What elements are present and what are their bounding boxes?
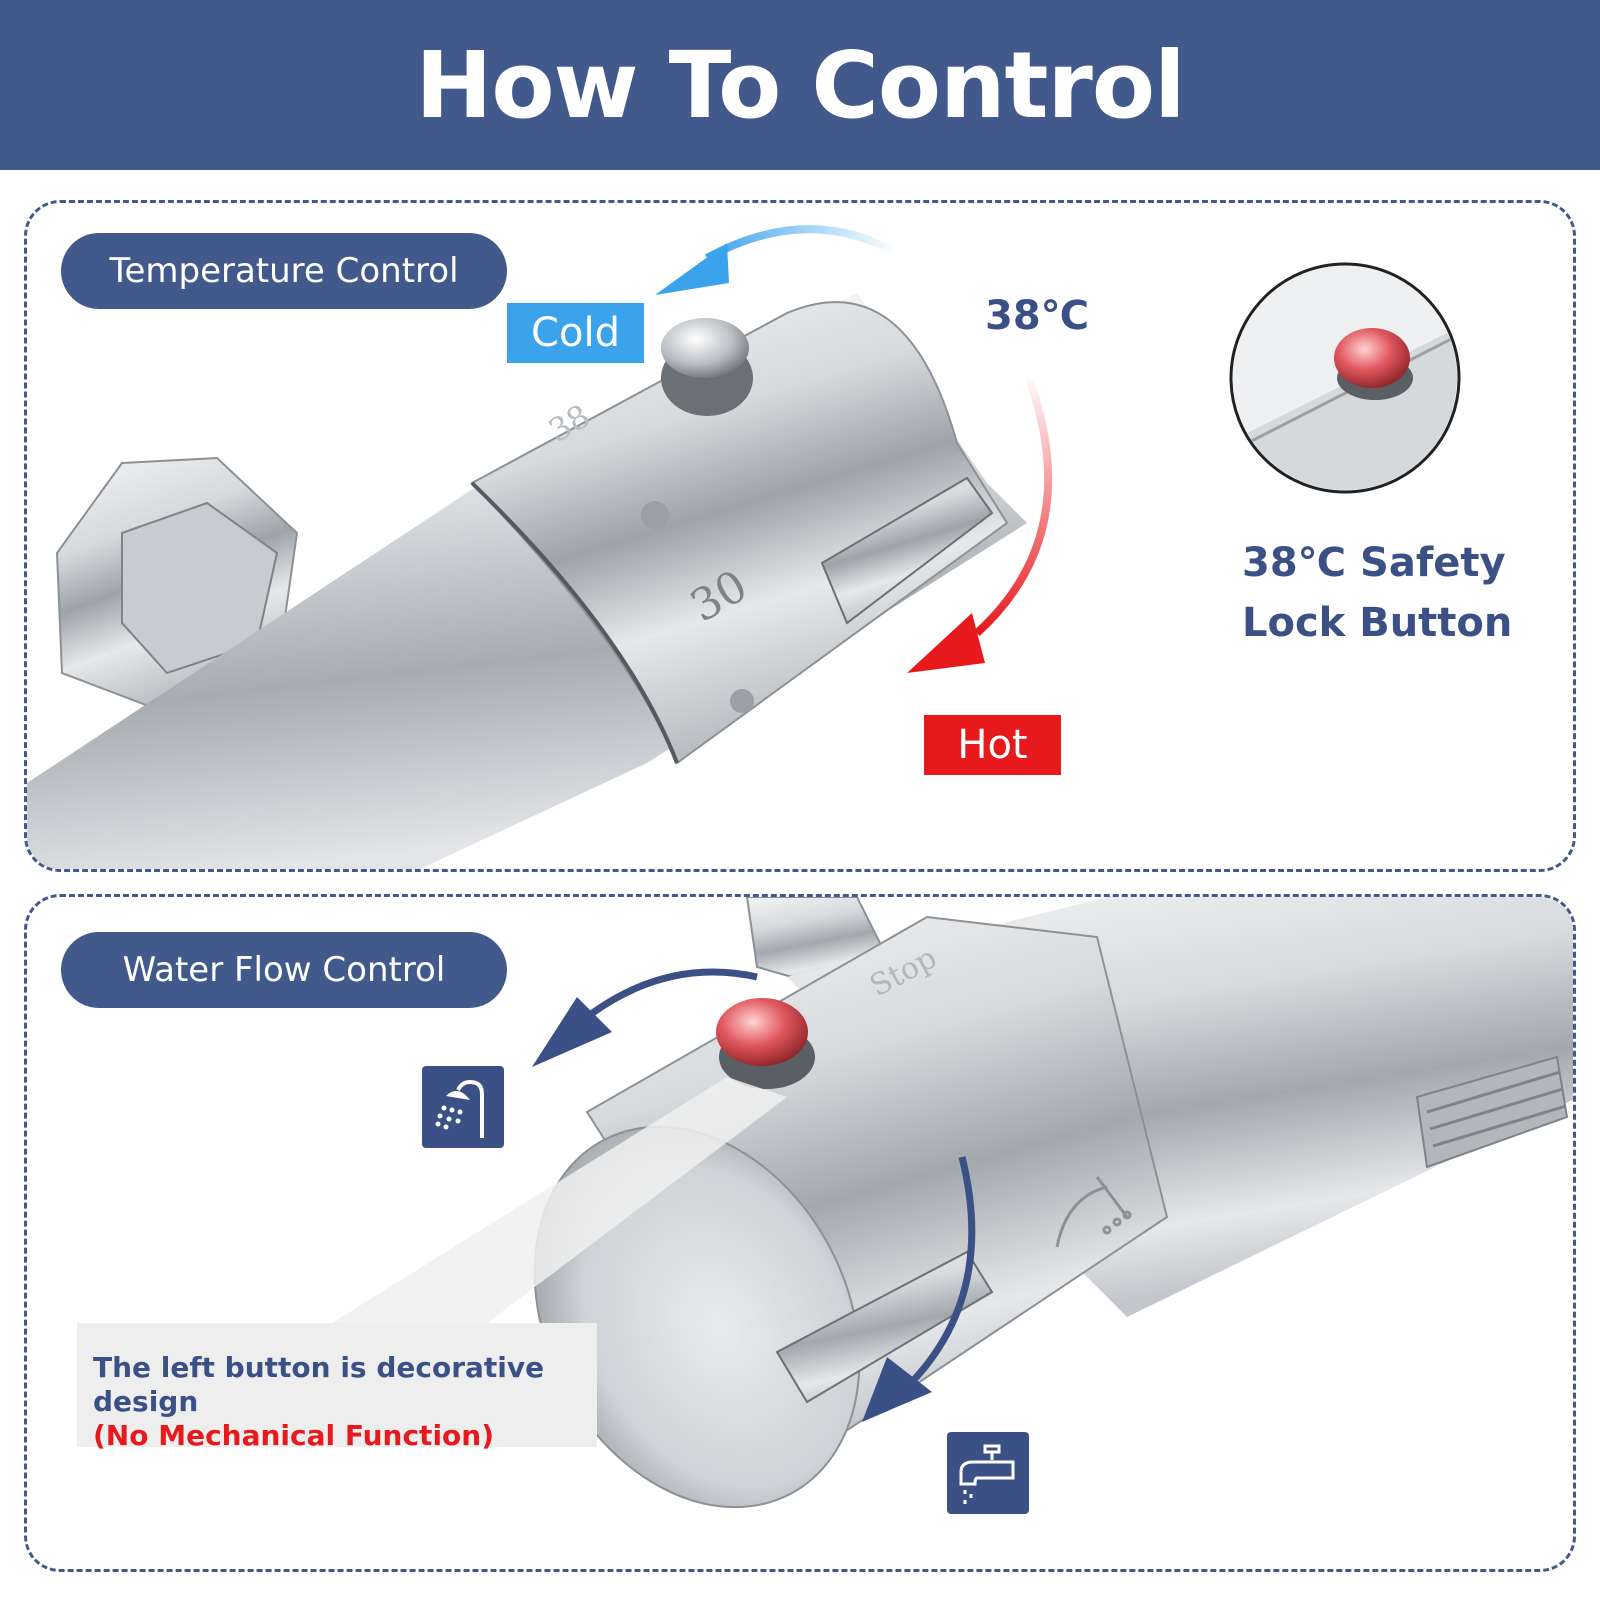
shower-icon [422, 1066, 504, 1148]
note-line-1: The left button is decorative design [93, 1351, 545, 1418]
dial-lever[interactable] [820, 476, 994, 625]
header-banner: How To Control [0, 0, 1600, 170]
hot-label: Hot [924, 715, 1061, 775]
dial-dot [641, 501, 669, 529]
safety-caption-line1: 38℃ Safety [1242, 540, 1506, 586]
safety-button-closeup [1229, 262, 1461, 494]
thermostat-valve-illustration: 38 30 [27, 225, 1461, 869]
note-line-2: (No Mechanical Function) [93, 1419, 495, 1452]
temperature-control-label: Temperature Control [61, 233, 507, 309]
dial-lever[interactable] [775, 1250, 994, 1404]
water-flow-control-label: Water Flow Control [61, 932, 507, 1008]
decorative-button-note: The left button is decorative design (No… [77, 1323, 597, 1452]
faucet-arrow-icon [862, 1156, 976, 1422]
shower-arrow-icon [532, 968, 758, 1067]
dial-dot [730, 689, 754, 713]
faucet-icon [947, 1432, 1029, 1514]
callout-beam [332, 1077, 787, 1323]
decorative-red-button [716, 998, 815, 1089]
cold-arrow-icon [655, 225, 899, 295]
safety-caption-line2: Lock Button [1242, 600, 1513, 646]
temperature-readout: 38℃ [985, 293, 1090, 339]
temperature-dial[interactable] [470, 301, 1009, 765]
hot-arrow-icon [907, 371, 1053, 673]
safety-lock-caption: 38℃ Safety Lock Button [1242, 533, 1573, 653]
engraved-shower-icon [1055, 1176, 1132, 1248]
threaded-outlet [1415, 1055, 1569, 1169]
safety-lock-button[interactable] [661, 318, 753, 416]
temperature-control-panel: 38 30 Temper [24, 200, 1576, 872]
water-flow-control-panel: Stop Water Flow Control [24, 894, 1576, 1572]
page-title: How To Control [415, 31, 1185, 139]
cold-label: Cold [507, 303, 644, 363]
flow-valve-illustration: Stop [332, 897, 1573, 1509]
